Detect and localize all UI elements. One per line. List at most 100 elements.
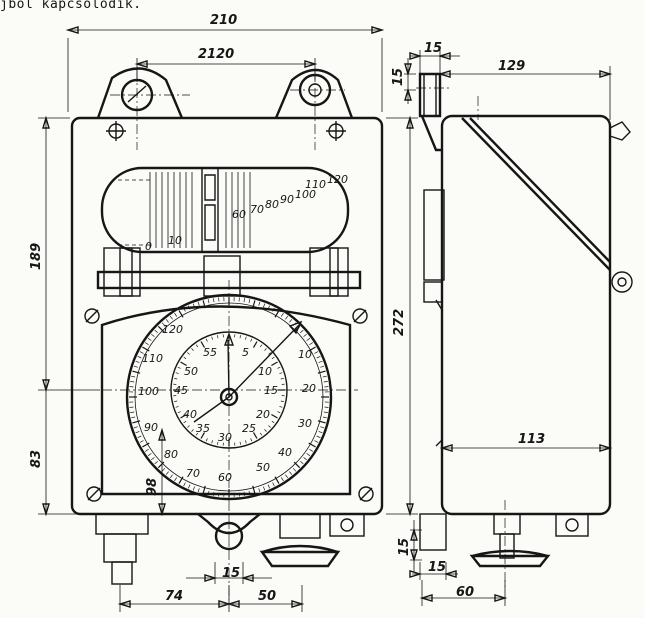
dial-tick xyxy=(135,431,140,434)
dial-tick xyxy=(161,468,166,472)
dial-tick xyxy=(318,360,323,363)
dim-height-98: 98 xyxy=(145,478,160,496)
pulley-side xyxy=(469,549,551,568)
dial-tick xyxy=(187,352,190,355)
drum-label-100: 100 xyxy=(295,188,316,201)
inner-scale-labels: 55 5 10 15 20 25 30 35 40 45 50 xyxy=(174,346,278,444)
dial-tick xyxy=(130,381,135,383)
inner-label-20: 20 xyxy=(256,408,270,421)
dial-tick xyxy=(157,461,165,469)
dial-tick xyxy=(147,337,152,341)
dial-tick xyxy=(129,406,134,408)
dial-tick xyxy=(142,346,150,352)
dial-tick xyxy=(137,355,142,359)
dial-tick xyxy=(211,440,213,444)
dim-height-189: 189 xyxy=(29,243,44,270)
dial-tick xyxy=(303,333,307,337)
dial-tick xyxy=(183,482,186,487)
dial-tick xyxy=(174,400,178,402)
dial-tick xyxy=(217,441,219,445)
dial-tick xyxy=(267,484,271,489)
dial-tick xyxy=(187,305,191,310)
inner-label-45: 45 xyxy=(174,384,188,397)
dial-tick xyxy=(259,344,263,348)
dial-tick xyxy=(306,453,311,457)
dial-tick xyxy=(245,440,247,444)
dim-side-bottom-15: 15 xyxy=(397,538,412,556)
dial-tick xyxy=(205,338,208,342)
dial-tick xyxy=(320,426,325,429)
drum-label-120: 120 xyxy=(327,173,348,186)
dial-tick xyxy=(317,420,326,424)
dial-tick xyxy=(154,460,158,465)
dial-tick xyxy=(264,429,267,432)
dial-tick xyxy=(169,474,173,479)
dial-tick xyxy=(183,420,187,424)
inner-label-55: 55 xyxy=(203,346,217,359)
outer-label-50: 50 xyxy=(256,461,270,474)
outer-label-60: 60 xyxy=(218,471,232,484)
dial-tick xyxy=(213,298,215,303)
dial-tick xyxy=(271,420,275,424)
outer-label-90: 90 xyxy=(144,421,158,434)
dial-tick xyxy=(142,442,150,448)
dial-tick xyxy=(174,477,177,482)
outer-label-40: 40 xyxy=(278,446,292,459)
dial-tick xyxy=(154,329,158,334)
dial-tick xyxy=(139,351,144,354)
dial-tick xyxy=(289,319,293,323)
dial-tick xyxy=(207,299,210,304)
dim-side-shaft-60: 60 xyxy=(456,585,474,600)
dial-tick xyxy=(272,482,275,487)
dial-tick xyxy=(248,299,251,304)
dial-tick xyxy=(314,351,319,354)
dial-tick xyxy=(322,416,327,419)
dial-tick xyxy=(243,298,245,303)
dial-tick xyxy=(131,375,136,378)
dim-width-210: 210 xyxy=(210,13,237,28)
inner-label-25: 25 xyxy=(242,422,256,435)
dial-tick xyxy=(239,335,241,339)
dial-tick xyxy=(281,312,284,317)
inner-label-15: 15 xyxy=(264,384,278,397)
inner-label-5: 5 xyxy=(242,346,249,359)
dial-tick xyxy=(195,344,199,348)
dial-tick xyxy=(323,381,328,383)
dim-height-272: 272 xyxy=(392,309,407,336)
dial-tick xyxy=(144,449,149,452)
outer-label-10: 10 xyxy=(298,348,312,361)
dial-tick xyxy=(303,457,307,461)
drum-label-110: 110 xyxy=(305,178,326,191)
outer-label-100: 100 xyxy=(138,385,159,398)
dial-tick xyxy=(133,365,138,368)
dial-tick xyxy=(277,366,281,369)
dial-tick xyxy=(252,341,258,348)
dial-tick xyxy=(317,370,326,374)
dial-tick xyxy=(195,432,199,436)
dial-tick xyxy=(268,352,271,355)
dial-tick xyxy=(252,432,258,439)
dial-tick xyxy=(174,312,177,317)
dial-tick xyxy=(316,355,321,359)
dial-tick xyxy=(314,440,319,443)
outer-label-80: 80 xyxy=(164,448,178,461)
inner-label-40: 40 xyxy=(183,408,197,421)
dial-tick xyxy=(293,461,301,469)
dial-tick xyxy=(218,297,220,302)
drum-label-90: 90 xyxy=(280,193,294,206)
dial-tick xyxy=(132,370,141,374)
drum-label-0: 0 xyxy=(145,240,152,253)
dim-side-height-15: 15 xyxy=(391,68,406,86)
inner-label-35: 35 xyxy=(196,422,210,435)
dial-tick xyxy=(245,336,247,340)
dial-tick xyxy=(300,329,304,334)
dial-tick xyxy=(258,488,261,493)
dial-tick xyxy=(192,486,195,491)
dial-tick xyxy=(191,348,194,351)
dial-tick xyxy=(252,485,256,494)
dial-tick xyxy=(308,442,316,448)
dial-tick xyxy=(239,441,241,445)
dial-tick xyxy=(271,361,278,367)
front-housing xyxy=(70,116,384,516)
